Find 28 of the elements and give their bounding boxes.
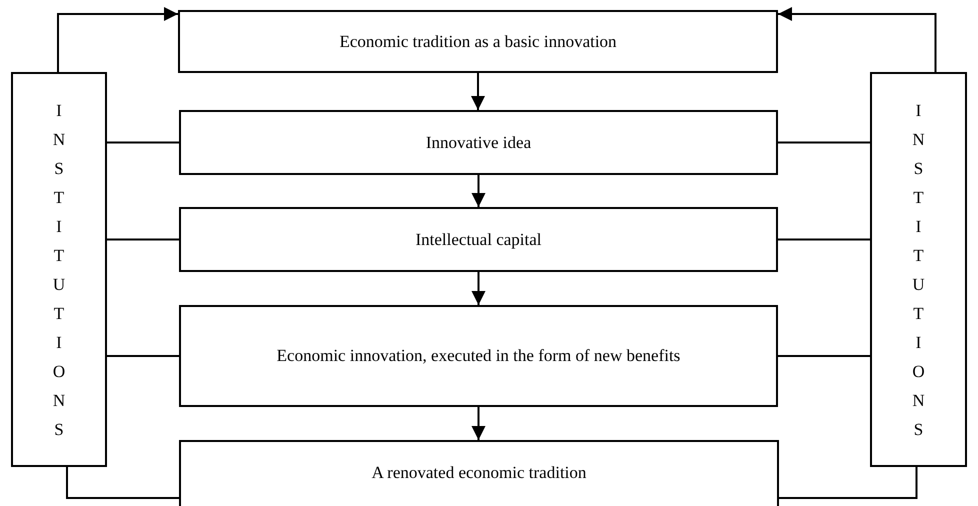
connector-line — [107, 238, 179, 240]
arrow — [778, 7, 936, 72]
connector-line — [779, 467, 918, 499]
process-box — [179, 110, 778, 175]
box-label: Intellectual capital — [415, 228, 542, 251]
arrow — [472, 272, 486, 305]
connector-line — [107, 355, 179, 357]
arrow — [57, 7, 178, 72]
connector-line — [778, 142, 870, 144]
arrow — [472, 175, 486, 207]
box-label: A renovated economic tradition — [372, 462, 586, 484]
vertical-label: INSTITUTIONS — [52, 100, 66, 440]
connector-line — [778, 238, 870, 240]
process-box — [179, 207, 778, 272]
vertical-label: INSTITUTIONS — [912, 100, 925, 440]
arrow — [472, 407, 486, 440]
side-box — [870, 72, 967, 467]
process-box — [179, 305, 778, 407]
box-label: Economic innovation, executed in the form of new benefits — [276, 345, 680, 368]
box-label: Economic tradition as a basic innovation — [339, 30, 617, 53]
connector-line — [107, 142, 179, 144]
connector-line — [778, 355, 870, 357]
process-box — [179, 440, 779, 506]
side-box — [11, 72, 107, 467]
process-box — [178, 10, 778, 73]
box-label: Innovative idea — [426, 132, 532, 154]
arrow — [471, 73, 485, 110]
connector-line — [66, 467, 179, 499]
